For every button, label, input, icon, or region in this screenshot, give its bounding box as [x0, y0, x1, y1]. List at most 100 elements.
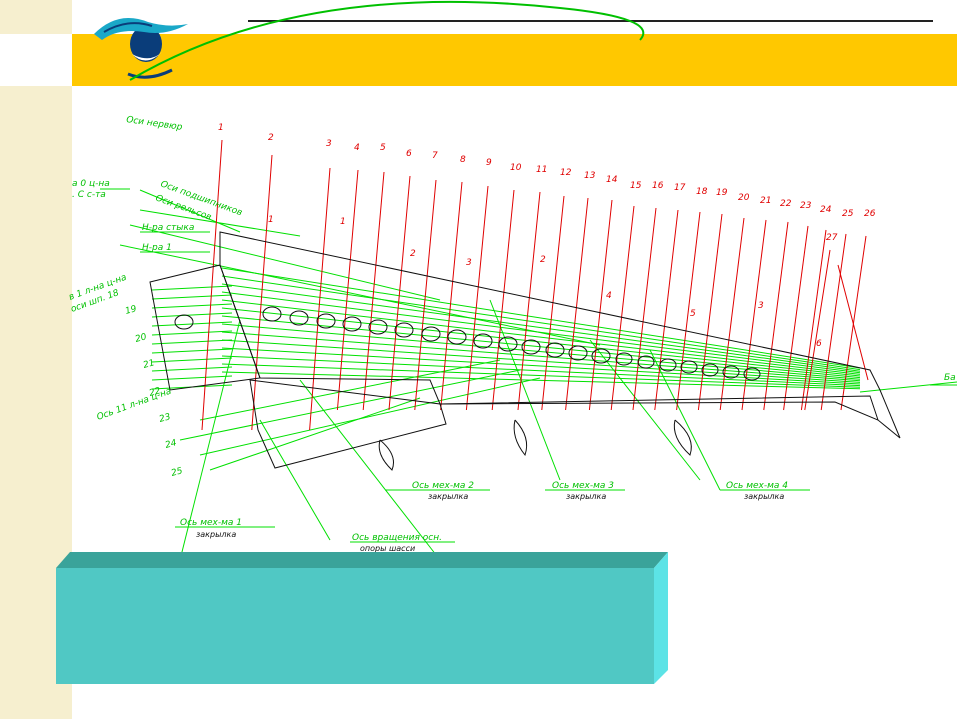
outline-3 — [439, 395, 879, 421]
header-rule — [248, 20, 933, 22]
outline-2 — [249, 379, 447, 469]
inner-number: 6 — [816, 339, 822, 349]
label-flap-mech-2: Ось мех-ма 2 — [412, 481, 474, 491]
stringer-line — [221, 339, 861, 383]
label-rib-1: Н-ра 1 — [142, 243, 172, 253]
construction-line — [299, 379, 441, 561]
rib-number: 13 — [584, 171, 596, 181]
rib-axis — [388, 175, 411, 411]
access-hole — [498, 336, 518, 352]
construction-line — [259, 419, 331, 541]
access-hole — [174, 314, 194, 330]
label-stringer-0: а 0 ц-на — [72, 179, 110, 189]
outline-1 — [149, 264, 261, 391]
rib-axis — [763, 221, 789, 411]
rib-axis — [201, 139, 223, 431]
rib-number: 23 — [800, 201, 812, 211]
rib-number: 20 — [738, 193, 750, 203]
rib-number: 25 — [842, 209, 854, 219]
root-hatch-line — [151, 294, 233, 300]
root-hatch-line — [151, 303, 233, 309]
stringer-line — [221, 283, 861, 372]
rib-axis — [610, 205, 635, 411]
box-top — [56, 552, 668, 568]
rib-axis — [362, 171, 385, 411]
inner-number: 2 — [410, 249, 416, 259]
stringer-line — [221, 315, 861, 379]
rib-number: 15 — [630, 181, 642, 191]
label-flap-mech-4b: закрылка — [744, 492, 784, 501]
inner-number: 1 — [340, 217, 346, 227]
access-hole — [316, 313, 336, 329]
construction-line — [119, 244, 601, 346]
rib-axis — [800, 229, 827, 411]
root-hatch-line — [151, 321, 233, 327]
access-hole — [545, 342, 565, 358]
rib-axis — [697, 213, 723, 411]
header-band — [72, 34, 957, 86]
access-hole — [615, 352, 633, 366]
label-flap-mech-3: Ось мех-ма 3 — [552, 481, 614, 491]
label-flap-mech-4: Ось мех-ма 4 — [726, 481, 788, 491]
rib-number: 18 — [696, 187, 708, 197]
airline-bird-logo-icon — [94, 18, 188, 79]
rib-number: 7 — [432, 151, 438, 161]
rib-axis — [719, 217, 745, 411]
root-hatch-line — [151, 357, 233, 363]
rib-number: 21 — [760, 196, 771, 206]
access-hole — [421, 326, 441, 342]
rib-number: 10 — [510, 163, 522, 173]
construction-line — [649, 349, 721, 491]
rib-number: 5 — [380, 143, 386, 153]
rib-axis — [783, 225, 809, 411]
label-flap-mech-3b: закрылка — [566, 492, 606, 501]
access-hole — [637, 355, 655, 369]
stringer-line — [221, 275, 861, 371]
rib-number: 8 — [460, 155, 466, 165]
inner-number: 3 — [466, 258, 472, 268]
inner-number: 4 — [606, 291, 612, 301]
rib-axis — [440, 181, 463, 411]
root-hatch-line — [151, 312, 233, 318]
rib-number: 6 — [406, 149, 412, 159]
rib-number: 22 — [780, 199, 792, 209]
rib-number: 1 — [218, 123, 224, 133]
construction-line — [859, 381, 957, 393]
rib-axis — [565, 197, 589, 411]
station-number: 20 — [134, 332, 148, 345]
root-hatch-line — [151, 375, 233, 381]
root-hatch-line — [151, 330, 233, 336]
label-gear-axis: Ось вращения осн. — [352, 533, 442, 543]
rib-axis — [632, 207, 657, 411]
rib-axis — [837, 264, 869, 381]
construction-line — [129, 224, 441, 301]
rib-axis-lines — [201, 139, 869, 431]
rib-number: 2 — [268, 133, 274, 143]
left-notch — [0, 34, 72, 86]
station-number: 21 — [142, 358, 156, 371]
access-hole — [568, 345, 588, 361]
access-hole — [743, 367, 761, 381]
access-hole — [368, 319, 388, 335]
rib-number: 9 — [486, 158, 492, 168]
rib-number: 24 — [820, 205, 832, 215]
rib-number: 17 — [674, 183, 686, 193]
access-hole — [701, 363, 719, 377]
inner-number: 5 — [690, 309, 696, 319]
rib-axis — [654, 209, 679, 411]
stringer-line — [221, 355, 861, 387]
rib-number: 16 — [652, 181, 664, 191]
construction-line — [209, 397, 421, 471]
construction-line — [199, 377, 541, 456]
access-hole — [342, 316, 362, 332]
access-hole — [262, 306, 282, 322]
access-hole — [659, 358, 677, 372]
rib-axis — [491, 189, 515, 411]
wing-outline — [149, 231, 901, 471]
rib-number: 26 — [864, 209, 876, 219]
inner-number: 1 — [268, 215, 274, 225]
construction-lines — [100, 188, 957, 601]
flap-fairing — [378, 439, 394, 471]
stringer-line — [221, 347, 861, 385]
